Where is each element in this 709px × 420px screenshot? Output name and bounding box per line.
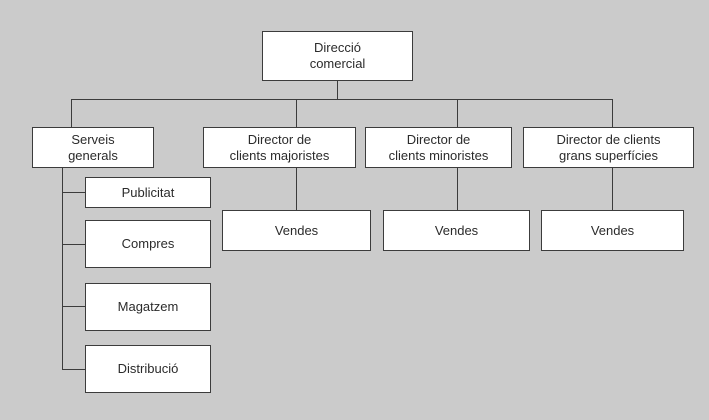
org-node-director-majoristes: Director de clients majoristes <box>203 127 356 168</box>
connector-root-to-rail <box>337 80 338 99</box>
connector-grans-to-vendes <box>612 168 613 210</box>
org-node-vendes-minoristes: Vendes <box>383 210 530 251</box>
org-node-vendes-grans: Vendes <box>541 210 684 251</box>
connector-stub-magatzem <box>62 306 85 307</box>
org-node-director-minoristes: Director de clients minoristes <box>365 127 512 168</box>
org-node-direccio-comercial: Direcció comercial <box>262 31 413 81</box>
connector-rail-to-serveis <box>71 99 72 127</box>
connector-stub-publicitat <box>62 192 85 193</box>
connector-rail-to-majoristes <box>296 99 297 127</box>
connector-stub-distribucio <box>62 369 85 370</box>
org-node-serveis-generals: Serveis generals <box>32 127 154 168</box>
org-node-magatzem: Magatzem <box>85 283 211 331</box>
connector-rail-to-grans <box>612 99 613 127</box>
org-node-director-grans-superficies: Director de clients grans superfícies <box>523 127 694 168</box>
org-node-compres: Compres <box>85 220 211 268</box>
connector-serveis-spine <box>62 168 63 370</box>
connector-rail <box>71 99 613 100</box>
org-node-vendes-majoristes: Vendes <box>222 210 371 251</box>
connector-majoristes-to-vendes <box>296 168 297 210</box>
connector-rail-to-minoristes <box>457 99 458 127</box>
org-node-publicitat: Publicitat <box>85 177 211 208</box>
connector-minoristes-to-vendes <box>457 168 458 210</box>
connector-stub-compres <box>62 244 85 245</box>
org-node-distribucio: Distribució <box>85 345 211 393</box>
